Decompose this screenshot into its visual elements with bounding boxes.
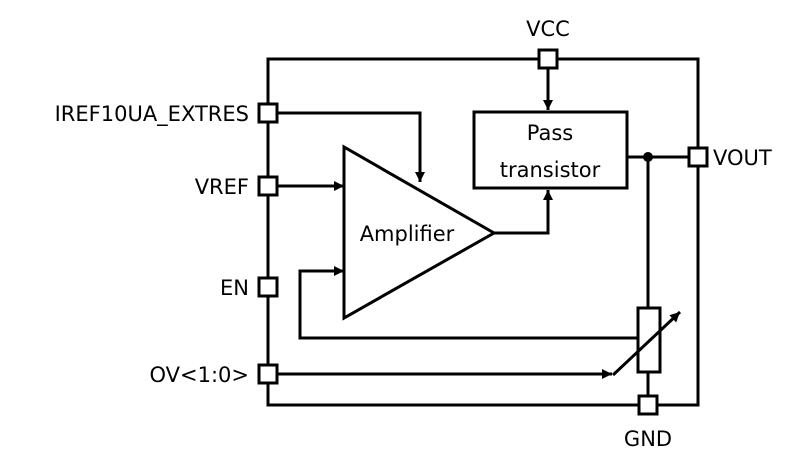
ov-pin (257, 363, 279, 385)
iref-label: IREF10UA_EXTRES (55, 102, 249, 127)
amp-to-pass-wire (493, 190, 553, 235)
ov-label: OV<1:0> (149, 363, 249, 387)
amplifier-triangle (342, 144, 498, 321)
vcc-label: VCC (526, 17, 570, 41)
en-label: EN (220, 276, 249, 300)
vout-label: VOUT (713, 146, 772, 170)
iref-wire (276, 111, 425, 182)
vcc-pin (537, 48, 559, 70)
gnd-pin (637, 394, 659, 416)
iref-pin (257, 102, 279, 124)
feedback-wire (298, 266, 638, 340)
pass-transistor-label-line2: transistor (500, 158, 601, 182)
chip-outline (266, 57, 700, 407)
vref-pin (257, 175, 279, 197)
amplifier-label: Amplifier (360, 222, 455, 246)
vref-label: VREF (195, 175, 249, 199)
pass-transistor-label-line1: Pass (527, 121, 573, 145)
variable-resistor-arrow (611, 310, 682, 377)
pass-transistor-box (472, 110, 629, 190)
vout-pin (687, 146, 709, 168)
gnd-label: GND (624, 427, 672, 451)
en-pin (257, 276, 279, 298)
vout-junction-dot (643, 152, 653, 162)
